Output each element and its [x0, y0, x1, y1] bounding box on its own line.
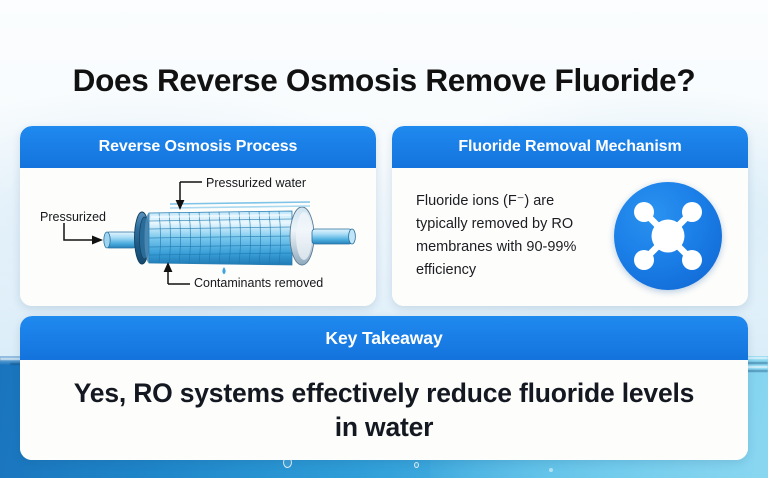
leader-inlet: [63, 223, 92, 241]
page-title: Does Reverse Osmosis Remove Fluoride?: [72, 62, 696, 98]
background-bottom-strip: [0, 478, 768, 504]
card-header-ro-process: Reverse Osmosis Process: [20, 126, 376, 168]
card-reverse-osmosis-process: Reverse Osmosis Process: [20, 126, 376, 306]
leader-top: [179, 181, 202, 200]
card-key-takeaway: Key Takeaway Yes, RO systems effectively…: [20, 316, 748, 460]
outlet-pipe: [311, 228, 356, 245]
molecule-icon: [634, 202, 702, 270]
card-header-key-takeaway: Key Takeaway: [20, 316, 748, 360]
diagram-label-pressurized-water: Pressurized water: [206, 176, 307, 190]
leader-top-arrowhead: [175, 200, 185, 210]
card-body-ro-process: Pressurized Pressurized water Contaminan…: [20, 168, 376, 306]
ro-membrane-diagram: [63, 181, 356, 285]
fluoride-description-text: Fluoride ions (F⁻) are typically removed…: [416, 193, 577, 278]
leader-inlet-arrowhead: [92, 235, 103, 245]
card-header-fluoride-removal: Fluoride Removal Mechanism: [392, 126, 748, 168]
key-takeaway-text: Yes, RO systems effectively reduce fluor…: [73, 378, 695, 442]
leader-bottom: [167, 272, 190, 285]
water-droplet-icon: [222, 267, 226, 275]
card-fluoride-removal-mechanism: Fluoride Removal Mechanism Fluoride ions…: [392, 126, 748, 306]
diagram-label-pressurized: Pressurized: [40, 210, 106, 224]
card-body-fluoride-removal: Fluoride ions (F⁻) are typically removed…: [392, 168, 748, 306]
diagram-label-contaminants-removed: Contaminants removed: [194, 276, 324, 290]
feed-water-lines: [169, 201, 311, 209]
molecule-badge: [614, 182, 722, 290]
membrane-cylinder: [148, 210, 293, 266]
membrane-right-cap: [289, 206, 315, 266]
leader-bottom-arrowhead: [163, 262, 173, 272]
card-body-key-takeaway: Yes, RO systems effectively reduce fluor…: [20, 360, 748, 460]
inlet-pipe: [103, 231, 137, 249]
